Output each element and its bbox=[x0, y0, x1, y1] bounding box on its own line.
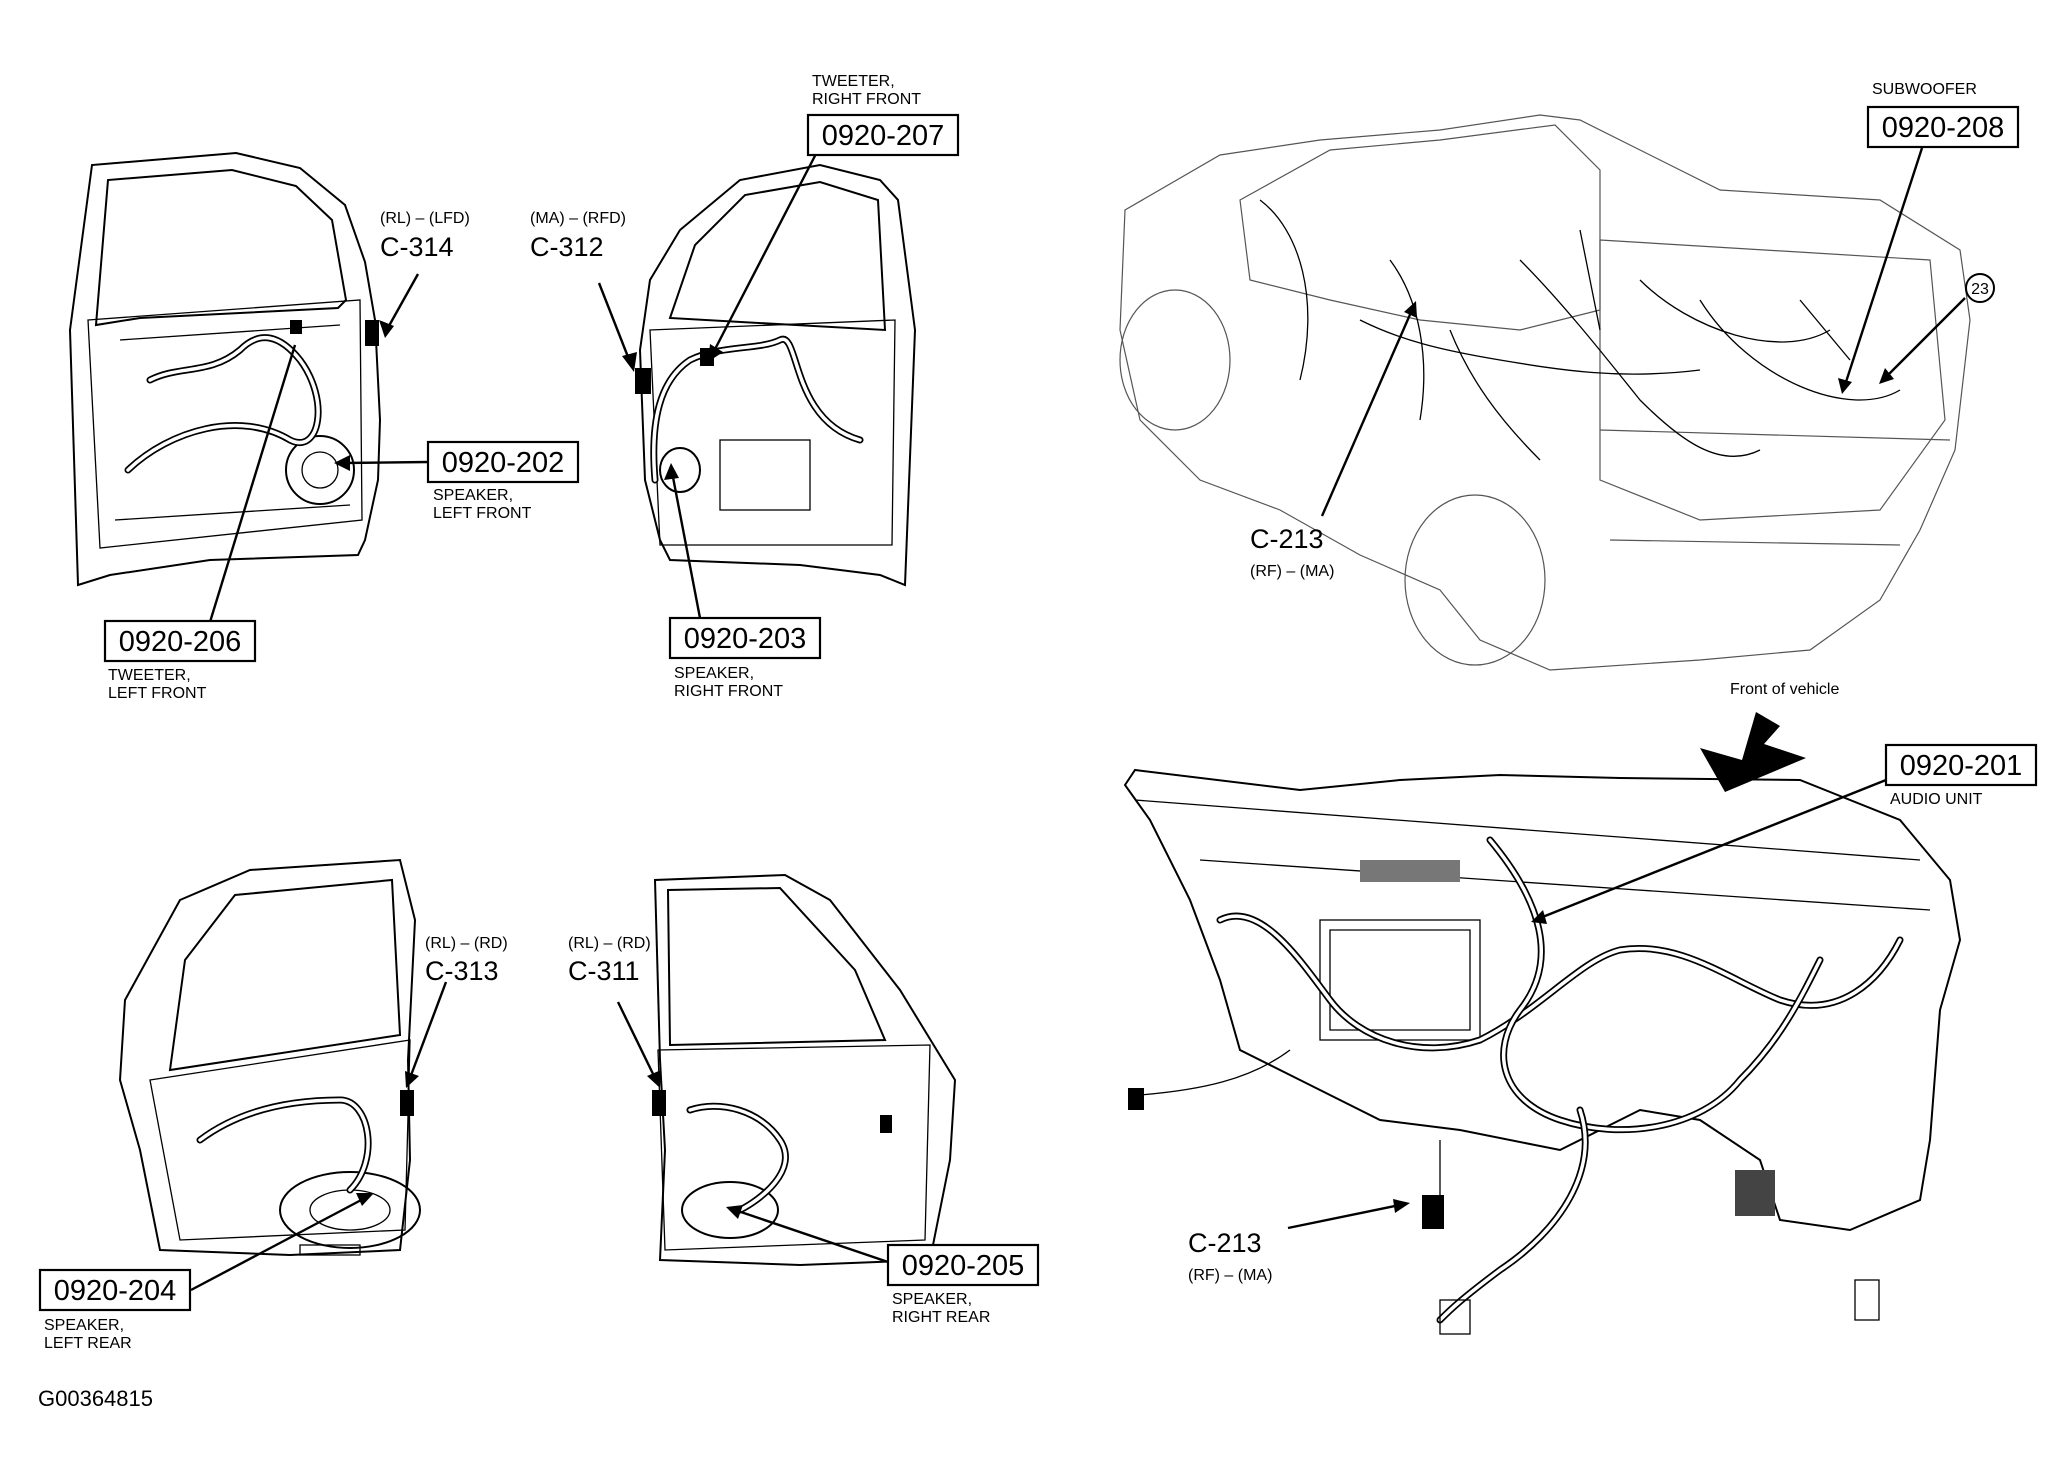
p206-line1: TWEETER, bbox=[108, 667, 191, 684]
instrument-panel-illustration bbox=[1123, 768, 1962, 1335]
c313-circuits: (RL) – (RD) bbox=[425, 935, 508, 952]
right-rear-door-illustration bbox=[652, 873, 957, 1267]
reference-circle-number: 23 bbox=[1971, 281, 1989, 298]
p201-line1: AUDIO UNIT bbox=[1890, 791, 1983, 808]
p204-line2: LEFT REAR bbox=[44, 1335, 132, 1352]
p207-code: 0920-207 bbox=[822, 120, 945, 152]
c311-circuits: (RL) – (RD) bbox=[568, 935, 651, 952]
left-front-door-illustration bbox=[68, 151, 382, 587]
connector-callout-c313: (RL) – (RD) C-313 bbox=[425, 935, 508, 986]
front-of-vehicle-label: Front of vehicle bbox=[1730, 681, 1839, 698]
connector-callout-c213-lower: C-213 (RF) – (MA) bbox=[1188, 1228, 1272, 1284]
c314-id: C-314 bbox=[380, 232, 454, 262]
p207-line1: TWEETER, bbox=[812, 73, 895, 90]
component-box-0920-203: 0920-203 SPEAKER, RIGHT FRONT bbox=[668, 616, 822, 700]
component-box-0920-207: TWEETER, RIGHT FRONT 0920-207 bbox=[806, 73, 960, 157]
component-box-0920-205: 0920-205 SPEAKER, RIGHT REAR bbox=[886, 1243, 1040, 1326]
p203-line1: SPEAKER, bbox=[674, 665, 754, 682]
left-rear-door-illustration bbox=[118, 858, 421, 1257]
connector-callout-c312: (MA) – (RFD) C-312 bbox=[530, 210, 626, 262]
p206-line2: LEFT FRONT bbox=[108, 685, 207, 702]
p206-code: 0920-206 bbox=[119, 626, 242, 658]
component-box-0920-202: 0920-202 SPEAKER, LEFT FRONT bbox=[426, 440, 580, 522]
p208-line1: SUBWOOFER bbox=[1872, 81, 1977, 98]
p208-code: 0920-208 bbox=[1882, 112, 2005, 144]
c311-id: C-311 bbox=[568, 956, 640, 986]
p204-code: 0920-204 bbox=[54, 1275, 177, 1307]
c312-id: C-312 bbox=[530, 232, 604, 262]
front-of-vehicle-arrow bbox=[1700, 712, 1806, 792]
p207-line2: RIGHT FRONT bbox=[812, 91, 921, 108]
component-box-0920-206: 0920-206 TWEETER, LEFT FRONT bbox=[103, 619, 257, 702]
component-box-0920-201: 0920-201 AUDIO UNIT bbox=[1884, 743, 2038, 808]
leader-lines bbox=[190, 147, 1966, 1292]
c213-lower-id: C-213 bbox=[1188, 1228, 1262, 1258]
p204-line1: SPEAKER, bbox=[44, 1317, 124, 1334]
c213-upper-circuits: (RF) – (MA) bbox=[1250, 563, 1334, 580]
component-box-0920-208: SUBWOOFER 0920-208 bbox=[1866, 81, 2020, 149]
p202-line1: SPEAKER, bbox=[433, 487, 513, 504]
p205-line2: RIGHT REAR bbox=[892, 1309, 990, 1326]
figure-id: G00364815 bbox=[38, 1386, 153, 1411]
connector-callout-c314: (RL) – (LFD) C-314 bbox=[380, 210, 470, 262]
c312-circuits: (MA) – (RFD) bbox=[530, 210, 626, 227]
p201-code: 0920-201 bbox=[1900, 750, 2023, 782]
component-box-0920-204: 0920-204 SPEAKER, LEFT REAR bbox=[38, 1268, 192, 1352]
p203-code: 0920-203 bbox=[684, 623, 807, 655]
reference-circle bbox=[1965, 273, 1995, 303]
p202-line2: LEFT FRONT bbox=[433, 505, 532, 522]
p205-code: 0920-205 bbox=[902, 1250, 1025, 1282]
connector-callout-c311: (RL) – (RD) C-311 bbox=[568, 935, 651, 986]
c314-circuits: (RL) – (LFD) bbox=[380, 210, 470, 227]
connector-callout-c213-upper: C-213 (RF) – (MA) bbox=[1250, 524, 1334, 580]
p202-code: 0920-202 bbox=[442, 447, 565, 479]
c213-upper-id: C-213 bbox=[1250, 524, 1324, 554]
c213-lower-circuits: (RF) – (MA) bbox=[1188, 1267, 1272, 1284]
right-front-door-illustration bbox=[635, 163, 917, 587]
c313-id: C-313 bbox=[425, 956, 499, 986]
p203-line2: RIGHT FRONT bbox=[674, 683, 783, 700]
p205-line1: SPEAKER, bbox=[892, 1291, 972, 1308]
